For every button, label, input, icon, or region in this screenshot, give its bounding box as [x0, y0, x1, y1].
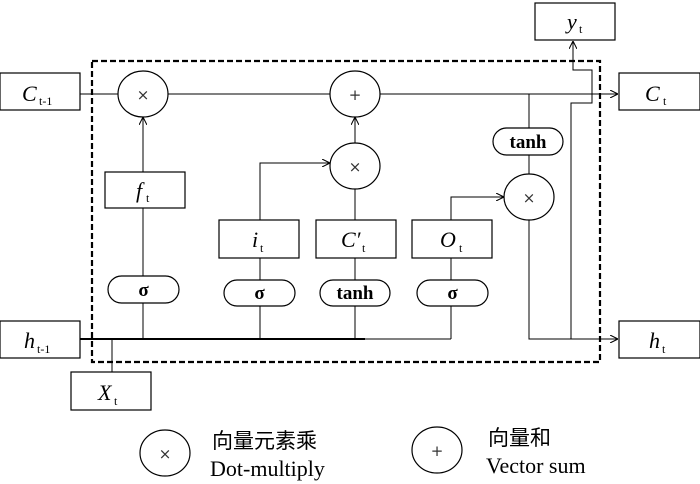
svg-text:tanh: tanh [337, 283, 374, 304]
svg-text:t: t [579, 22, 583, 36]
svg-text:t-1: t-1 [37, 342, 50, 356]
svg-text:×: × [349, 158, 362, 176]
svg-text:Dot-multiply: Dot-multiply [210, 456, 325, 481]
svg-text:σ: σ [254, 283, 265, 304]
svg-text:t: t [362, 241, 366, 255]
y-out-box: y t [534, 2, 616, 41]
c-out-box: C t [618, 72, 700, 111]
h-prev-box: h t-1 [0, 320, 81, 359]
output-gate-box: O t [411, 219, 493, 259]
output-sigmoid: σ [416, 279, 489, 307]
svg-text:i: i [252, 227, 258, 252]
legend-multiply: × 向量元素乘 Dot-multiply [139, 429, 325, 481]
svg-text:t: t [146, 191, 150, 205]
candidate-box: C′ t [315, 219, 397, 259]
svg-text:t: t [114, 394, 118, 408]
legend-add: + 向量和 Vector sum [411, 426, 586, 478]
candidate-tanh: tanh [319, 279, 391, 307]
h-out-box: h t [618, 320, 700, 359]
svg-text:×: × [523, 189, 536, 207]
svg-text:σ: σ [138, 280, 149, 301]
forget-multiply-op: × [117, 70, 169, 118]
svg-text:t-1: t-1 [39, 94, 52, 108]
svg-text:×: × [137, 86, 150, 104]
input-multiply-op: × [329, 142, 381, 190]
svg-text:tanh: tanh [510, 132, 547, 153]
svg-text:y: y [565, 9, 577, 34]
svg-text:C′: C′ [341, 227, 362, 252]
x-box: X t [70, 371, 152, 411]
svg-text:O: O [440, 227, 456, 252]
svg-text:向量和: 向量和 [488, 426, 551, 450]
svg-text:h: h [24, 328, 35, 353]
input-gate-box: i t [218, 219, 300, 259]
forget-sigmoid: σ [107, 275, 180, 304]
svg-text:Vector sum: Vector sum [486, 453, 586, 478]
svg-text:t: t [663, 94, 667, 108]
svg-text:f: f [136, 178, 145, 203]
input-sigmoid: σ [223, 279, 296, 307]
svg-text:+: + [349, 86, 362, 104]
svg-text:t: t [260, 241, 264, 255]
svg-text:C: C [22, 81, 37, 106]
cell-boundary [90, 59, 602, 364]
forget-gate-box: f t [104, 171, 186, 209]
output-multiply-op: × [503, 173, 555, 221]
svg-text:σ: σ [447, 283, 458, 304]
c-prev-box: C t-1 [0, 72, 81, 111]
svg-text:C: C [645, 81, 660, 106]
svg-text:X: X [97, 380, 113, 405]
svg-text:+: + [431, 442, 444, 460]
svg-text:t: t [662, 342, 666, 356]
svg-text:h: h [649, 328, 660, 353]
svg-text:t: t [459, 241, 463, 255]
cell-add-op: + [329, 70, 381, 118]
svg-text:×: × [159, 445, 172, 463]
svg-text:向量元素乘: 向量元素乘 [212, 429, 317, 453]
cell-tanh: tanh [492, 127, 564, 156]
